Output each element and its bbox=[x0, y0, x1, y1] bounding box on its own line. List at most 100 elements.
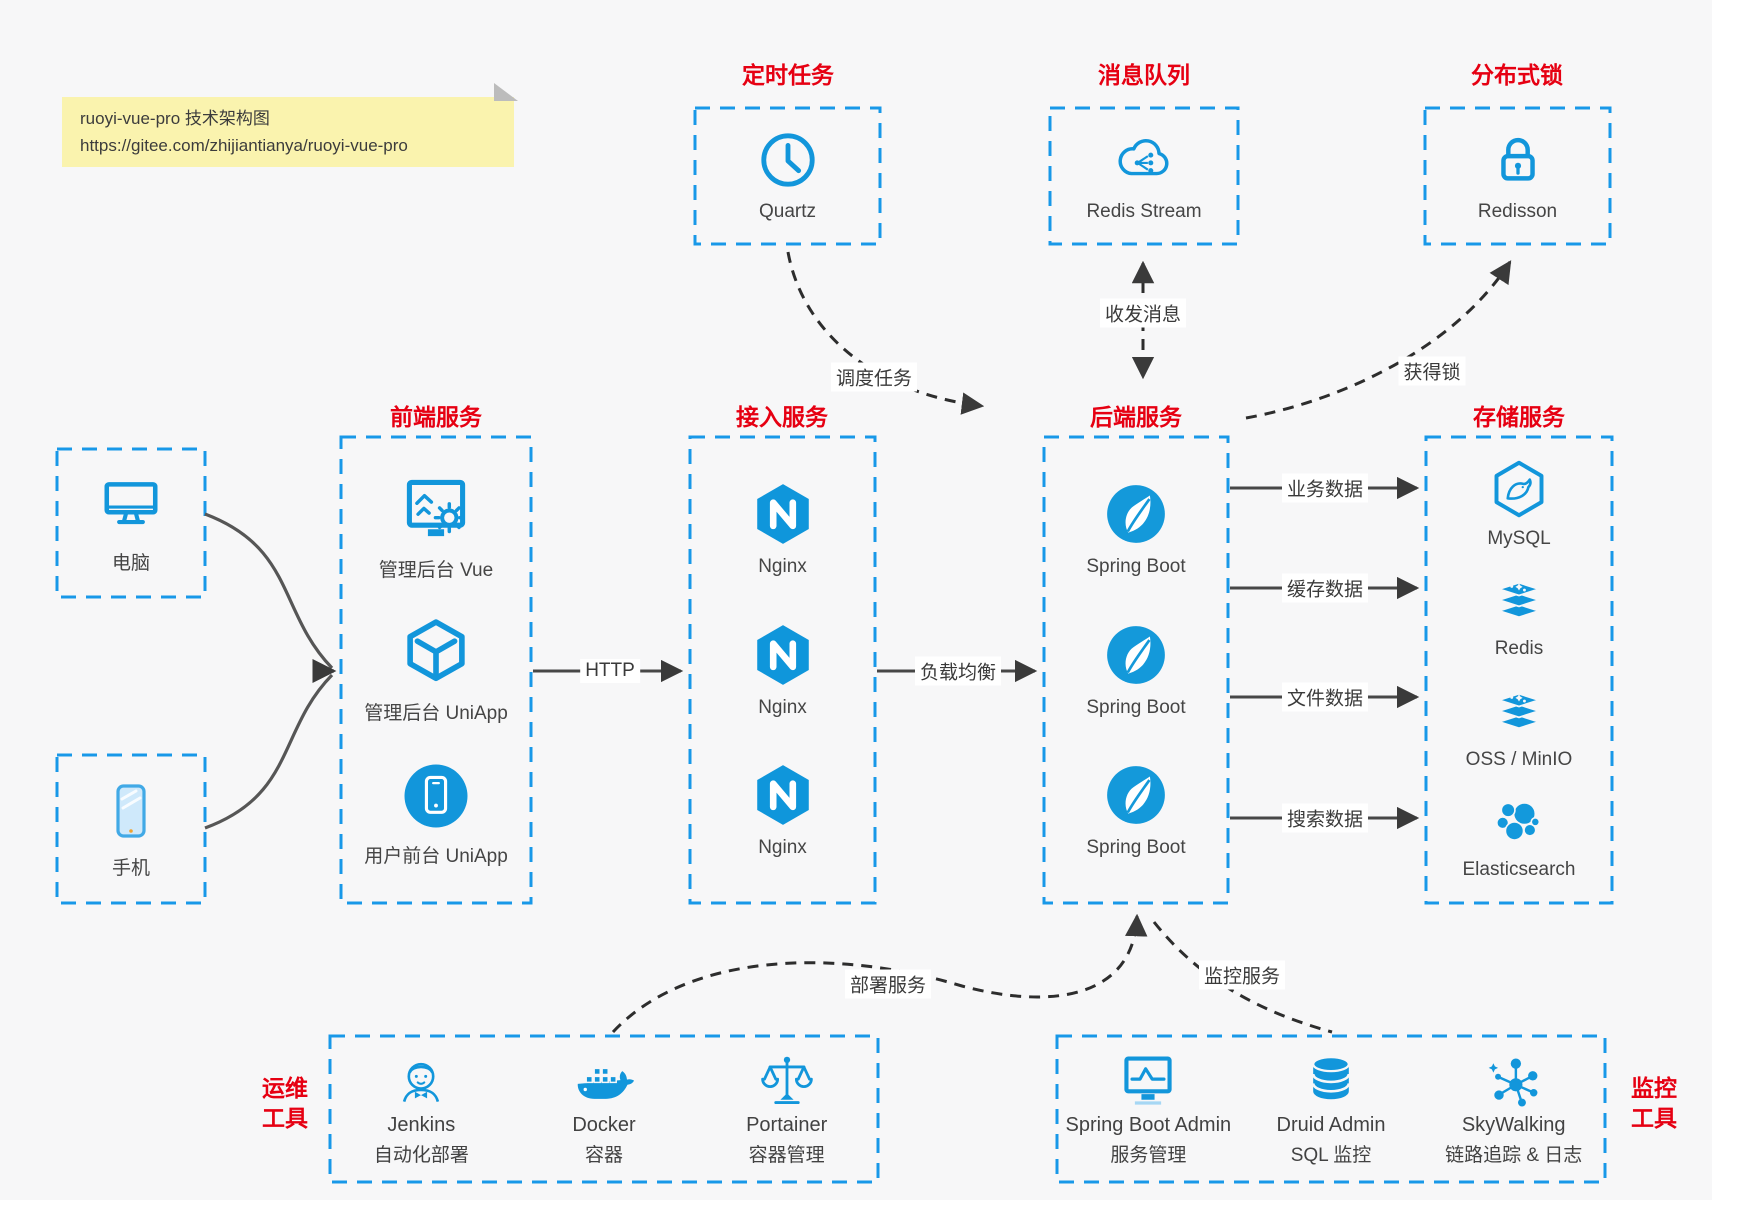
frontend-item-admin-uniapp: 管理后台 UniApp bbox=[364, 617, 508, 725]
frontend-item-label: 用户前台 UniApp bbox=[364, 846, 508, 867]
mobile-to-frontend-curve bbox=[204, 673, 334, 830]
jenkins-icon bbox=[391, 1051, 451, 1111]
quartz-label: Quartz bbox=[758, 201, 817, 222]
edge-label-search-data: 搜索数据 bbox=[1281, 803, 1369, 833]
title-scheduled-tasks: 定时任务 bbox=[742, 62, 834, 88]
title-monitor-tools: 监控 工具 bbox=[1616, 1073, 1692, 1133]
clock-icon bbox=[757, 129, 819, 191]
page-margin-right bbox=[1712, 0, 1757, 1214]
backend-box: Spring Boot Spring Boot Spring Boot bbox=[1044, 437, 1228, 903]
title-access-services: 接入服务 bbox=[736, 404, 828, 430]
edge-label-schedule-task: 调度任务 bbox=[830, 362, 918, 392]
spring-boot-admin-desc: 服务管理 bbox=[1110, 1145, 1187, 1166]
note-url: https://gitee.com/zhijiantianya/ruoyi-vu… bbox=[80, 136, 408, 155]
skywalking-icon bbox=[1484, 1051, 1544, 1111]
backend-item-springboot: Spring Boot bbox=[1086, 481, 1186, 578]
ops-box-border bbox=[328, 1034, 880, 1184]
desktop-icon bbox=[98, 472, 164, 538]
edge-label-acquire-lock: 获得锁 bbox=[1398, 356, 1466, 386]
schedule-task-curve bbox=[786, 251, 985, 415]
title-storage-services: 存储服务 bbox=[1473, 404, 1565, 430]
sticky-note: ruoyi-vue-pro 技术架构图 https://gitee.com/zh… bbox=[62, 83, 518, 167]
nginx-label: Nginx bbox=[758, 555, 807, 577]
quartz-node: Quartz bbox=[695, 108, 880, 244]
user-app-icon bbox=[400, 760, 472, 832]
frontend-item-admin-vue: 管理后台 Vue bbox=[379, 472, 493, 582]
storage-item-elasticsearch: Elasticsearch bbox=[1463, 792, 1576, 881]
nginx-icon bbox=[750, 622, 816, 688]
title-message-queue: 消息队列 bbox=[1098, 62, 1190, 88]
jenkins-label: Jenkins bbox=[387, 1114, 456, 1136]
docker-icon bbox=[574, 1051, 634, 1111]
title-distributed-lock: 分布式锁 bbox=[1471, 62, 1563, 88]
mobile-node: 手机 bbox=[57, 755, 205, 903]
pc-node: 电脑 bbox=[57, 449, 205, 597]
ops-tools-line2: 工具 bbox=[262, 1105, 308, 1131]
nginx-label: Nginx bbox=[758, 837, 807, 859]
skywalking-desc: 链路追踪 & 日志 bbox=[1445, 1145, 1583, 1166]
nginx-icon bbox=[750, 481, 816, 547]
edge-label-file-data: 文件数据 bbox=[1281, 682, 1369, 712]
spring-boot-icon bbox=[1103, 622, 1169, 688]
storage-item-redis: Redis bbox=[1490, 571, 1548, 660]
note-fold bbox=[494, 83, 518, 101]
redis-stream-label: Redis Stream bbox=[1086, 201, 1202, 222]
note-title: ruoyi-vue-pro 技术架构图 bbox=[80, 109, 270, 128]
acquire-lock-curve bbox=[1245, 260, 1512, 420]
cloud-stream-icon bbox=[1113, 129, 1175, 191]
druid-admin-label: Druid Admin bbox=[1276, 1114, 1386, 1136]
portainer-desc: 容器管理 bbox=[748, 1145, 825, 1166]
redisson-box-border bbox=[1423, 106, 1612, 246]
edge-label-cache-data: 缓存数据 bbox=[1281, 573, 1369, 603]
jenkins-desc: 自动化部署 bbox=[373, 1145, 469, 1166]
monitoring-box-border bbox=[1055, 1034, 1607, 1184]
tool-spring-boot-admin: Spring Boot Admin 服务管理 bbox=[1057, 1051, 1240, 1167]
frontend-box-border bbox=[339, 435, 533, 905]
title-ops-tools: 运维 工具 bbox=[247, 1073, 323, 1133]
frontend-box: 管理后台 Vue 管理后台 UniApp 用户前台 UniApp bbox=[341, 437, 531, 903]
oss-minio-label: OSS / MinIO bbox=[1465, 748, 1573, 770]
monitor-service-curve bbox=[1152, 921, 1333, 1034]
backend-item-springboot: Spring Boot bbox=[1086, 762, 1186, 859]
redis-stack-icon bbox=[1490, 571, 1548, 629]
portainer-label: Portainer bbox=[746, 1114, 828, 1136]
nginx-label: Nginx bbox=[758, 696, 807, 718]
elasticsearch-label: Elasticsearch bbox=[1462, 859, 1576, 881]
storage-item-mysql: MySQL bbox=[1487, 459, 1551, 550]
pc-to-frontend-curve bbox=[204, 512, 334, 670]
elasticsearch-icon bbox=[1490, 792, 1548, 850]
ops-tools-box: Jenkins 自动化部署 Docker 容器 Portainer 容器管理 bbox=[330, 1036, 878, 1182]
ops-tools-line1: 运维 bbox=[262, 1075, 308, 1101]
title-backend-services: 后端服务 bbox=[1090, 404, 1182, 430]
skywalking-label: SkyWalking bbox=[1461, 1114, 1566, 1136]
monitor-tools-line2: 工具 bbox=[1631, 1105, 1677, 1131]
druid-database-icon bbox=[1301, 1051, 1361, 1111]
pc-label: 电脑 bbox=[111, 552, 150, 574]
title-frontend-services: 前端服务 bbox=[390, 404, 482, 430]
tool-jenkins: Jenkins 自动化部署 bbox=[330, 1051, 513, 1167]
nginx-icon bbox=[750, 762, 816, 828]
monitor-tools-line1: 监控 bbox=[1631, 1075, 1677, 1101]
storage-item-oss-minio: OSS / MinIO bbox=[1465, 682, 1573, 771]
spring-boot-icon bbox=[1103, 762, 1169, 828]
mysql-icon bbox=[1489, 459, 1549, 519]
edge-label-deploy-service: 部署服务 bbox=[844, 969, 932, 999]
frontend-item-user-uniapp: 用户前台 UniApp bbox=[364, 760, 508, 868]
tool-skywalking: SkyWalking 链路追踪 & 日志 bbox=[1422, 1051, 1605, 1167]
spring-boot-label: Spring Boot bbox=[1086, 696, 1186, 718]
redis-stream-box-border bbox=[1048, 106, 1240, 246]
mobile-label: 手机 bbox=[111, 857, 150, 879]
edge-label-send-receive-message: 收发消息 bbox=[1099, 298, 1187, 328]
access-item-nginx: Nginx bbox=[750, 481, 816, 578]
spring-boot-label: Spring Boot bbox=[1086, 555, 1186, 577]
tool-portainer: Portainer 容器管理 bbox=[695, 1051, 878, 1167]
uniapp-cube-icon bbox=[400, 617, 472, 689]
spring-boot-admin-label: Spring Boot Admin bbox=[1065, 1114, 1232, 1136]
edge-label-monitor-service: 监控服务 bbox=[1198, 960, 1286, 990]
lock-icon bbox=[1487, 129, 1549, 191]
monitoring-tools-box: Spring Boot Admin 服务管理 Druid Admin SQL 监… bbox=[1057, 1036, 1605, 1182]
spring-boot-icon bbox=[1103, 481, 1169, 547]
access-item-nginx: Nginx bbox=[750, 762, 816, 859]
frontend-item-label: 管理后台 UniApp bbox=[364, 703, 508, 724]
